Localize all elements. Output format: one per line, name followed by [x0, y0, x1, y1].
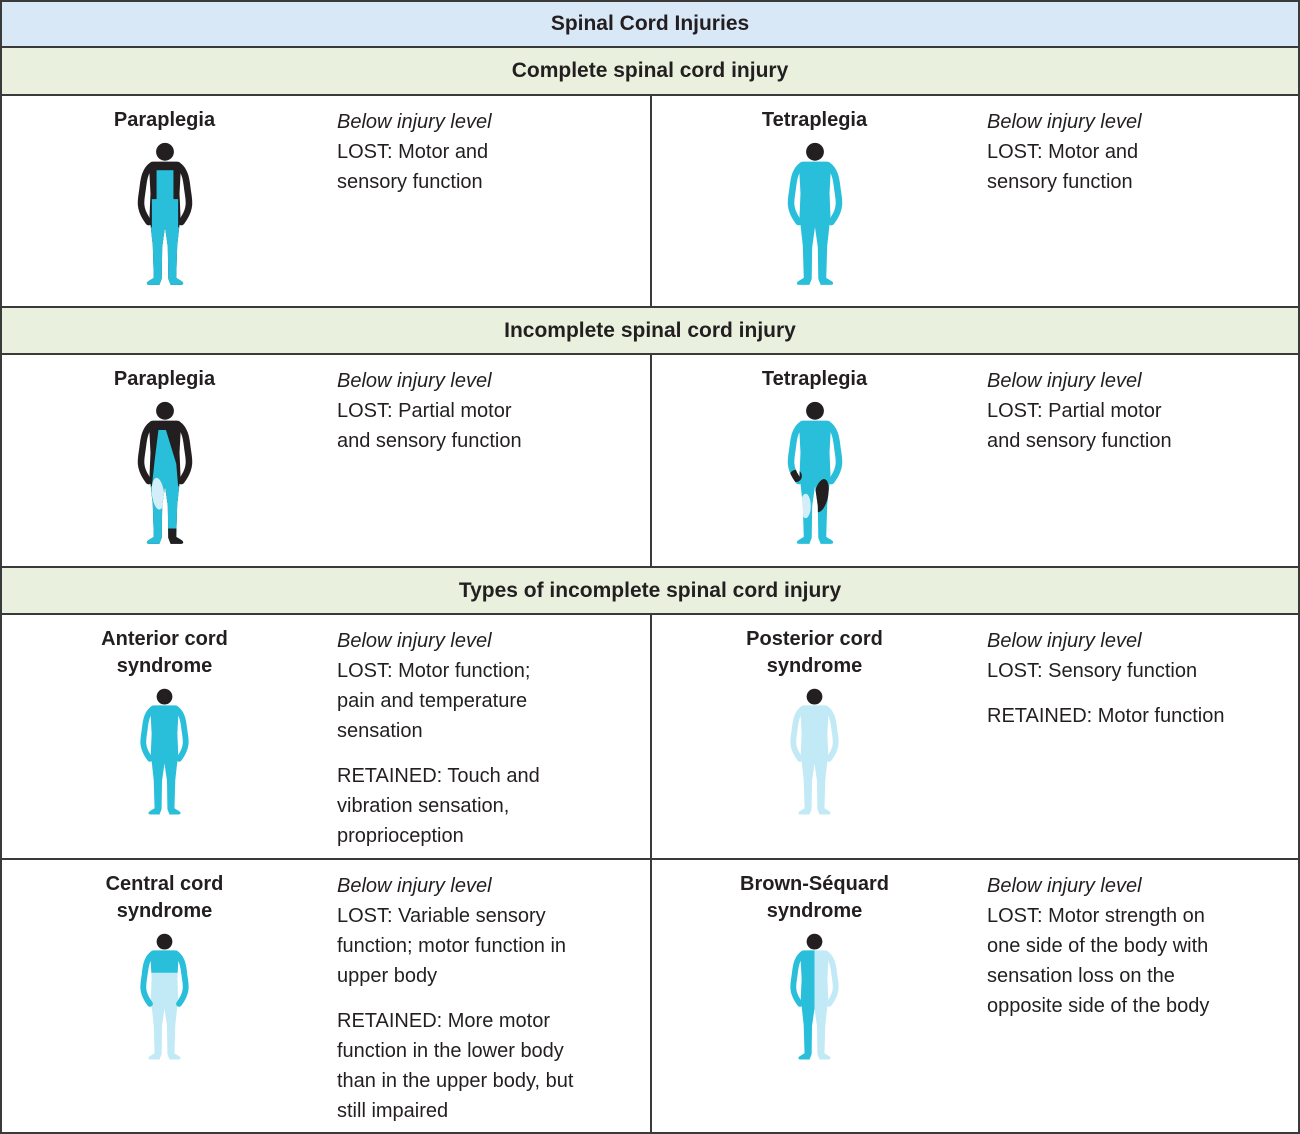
below-injury-level-text: Below injury level [987, 370, 1142, 392]
cell-incomplete-paraplegia: Paraplegia Below injury level LOST: Part… [2, 355, 650, 566]
below-injury-level-text: Below injury level [337, 111, 492, 133]
person-figure-posterior-cord-icon [773, 688, 856, 820]
figure-label-tetraplegia: Tetraplegia [761, 109, 868, 131]
row-incomplete-injury: Paraplegia Below injury level LOST: Part… [2, 353, 1298, 566]
cell-incomplete-tetraplegia: Tetraplegia Below injury level LOST: Par… [650, 355, 1298, 566]
section-header-incomplete: Incomplete spinal cord injury [2, 306, 1298, 353]
below-injury-level-text: Below injury level [337, 370, 492, 392]
description-posterior: Below injury level LOST: Sensory functio… [977, 626, 1224, 858]
description-incomplete-tetraplegia: Below injury level LOST: Partial motor a… [977, 366, 1182, 566]
lost-text: LOST: Motor function; pain and temperatu… [337, 660, 531, 742]
lost-text: LOST: Motor strength on one side of the … [987, 905, 1210, 1017]
person-figure-incomplete-paraplegia-icon [118, 401, 212, 550]
below-injury-level-text: Below injury level [987, 111, 1142, 133]
lost-text: LOST: Partial motor and sensory function [987, 400, 1172, 452]
lost-text: LOST: Motor and sensory function [337, 141, 489, 193]
row-central-brownsequard: Central cord syndrome Below injury level… [2, 858, 1298, 1132]
person-figure-central-cord-icon [123, 933, 206, 1065]
lost-text: LOST: Variable sensory function; motor f… [337, 905, 567, 987]
figure-label-paraplegia: Paraplegia [113, 109, 216, 131]
person-figure-complete-paraplegia-icon [118, 142, 212, 291]
section-header-complete: Complete spinal cord injury [2, 46, 1298, 94]
figure-label-central: Central cord syndrome [105, 873, 224, 922]
cell-posterior-cord-syndrome: Posterior cord syndrome Below injury lev… [650, 615, 1298, 858]
below-injury-level-text: Below injury level [337, 630, 492, 652]
lost-text: LOST: Partial motor and sensory function [337, 400, 522, 452]
below-injury-level-text: Below injury level [987, 630, 1142, 652]
person-figure-anterior-cord-icon [123, 688, 206, 820]
description-anterior: Below injury level LOST: Motor function;… [327, 626, 555, 858]
person-figure-brown-sequard-icon [773, 933, 856, 1065]
person-figure-complete-tetraplegia-icon [768, 142, 862, 291]
figure-label-tetraplegia: Tetraplegia [761, 368, 868, 390]
description-complete-paraplegia: Below injury level LOST: Motor and senso… [327, 107, 532, 306]
row-anterior-posterior: Anterior cord syndrome Below injury leve… [2, 613, 1298, 858]
figure-label-paraplegia: Paraplegia [113, 368, 216, 390]
lost-text: LOST: Sensory function [987, 660, 1198, 682]
cell-anterior-cord-syndrome: Anterior cord syndrome Below injury leve… [2, 615, 650, 858]
section-header-types: Types of incomplete spinal cord injury [2, 566, 1298, 613]
cell-complete-paraplegia: Paraplegia Below injury level LOST: Moto… [2, 96, 650, 306]
row-complete-injury: Paraplegia Below injury level LOST: Moto… [2, 94, 1298, 306]
person-figure-incomplete-tetraplegia-icon [768, 401, 862, 550]
figure-label-posterior: Posterior cord syndrome [746, 628, 883, 677]
retained-text: RETAINED: Motor function [987, 705, 1225, 727]
description-brown-sequard: Below injury level LOST: Motor strength … [977, 871, 1239, 1132]
figure-label-anterior: Anterior cord syndrome [101, 628, 228, 677]
table-title: Spinal Cord Injuries [2, 2, 1298, 46]
lost-text: LOST: Motor and sensory function [987, 141, 1139, 193]
below-injury-level-text: Below injury level [337, 875, 492, 897]
retained-text: RETAINED: More motor function in the low… [337, 1010, 574, 1122]
figure-label-brown-sequard: Brown-Séquard syndrome [740, 873, 889, 922]
below-injury-level-text: Below injury level [987, 875, 1142, 897]
cell-brown-sequard-syndrome: Brown-Séquard syndrome Below injury leve… [650, 860, 1298, 1132]
description-central: Below injury level LOST: Variable sensor… [327, 871, 579, 1132]
cell-complete-tetraplegia: Tetraplegia Below injury level LOST: Mot… [650, 96, 1298, 306]
retained-text: RETAINED: Touch and vibration sensation,… [337, 765, 540, 847]
cell-central-cord-syndrome: Central cord syndrome Below injury level… [2, 860, 650, 1132]
description-complete-tetraplegia: Below injury level LOST: Motor and senso… [977, 107, 1182, 306]
description-incomplete-paraplegia: Below injury level LOST: Partial motor a… [327, 366, 532, 566]
